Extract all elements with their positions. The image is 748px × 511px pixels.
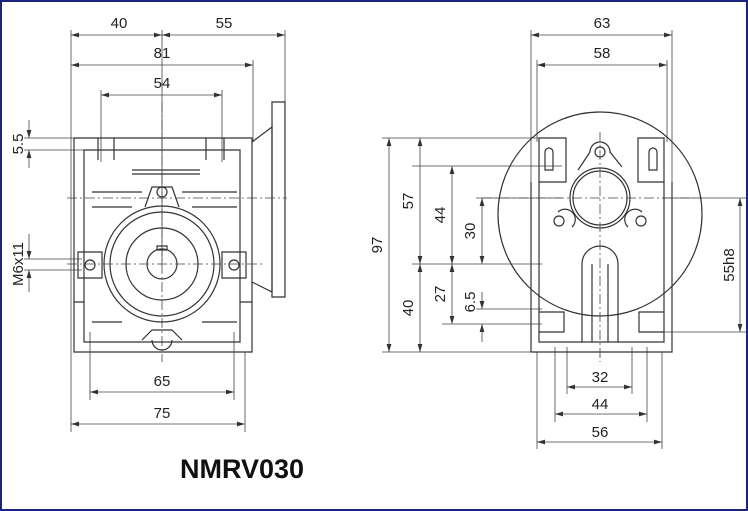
dim-81: 81 (154, 45, 171, 62)
dim-30: 30 (462, 223, 479, 240)
model-title: NMRV030 (180, 454, 305, 484)
dim-55: 55 (216, 15, 233, 32)
dim-27: 27 (432, 286, 449, 303)
dim-54: 54 (154, 75, 171, 92)
side-view: 63 58 97 57 40 44 27 30 6.5 55h8 32 44 5… (369, 15, 746, 449)
dim-56: 56 (592, 424, 609, 441)
dim-97: 97 (369, 237, 386, 254)
dim-63: 63 (594, 15, 611, 32)
dim-55h8: 55h8 (721, 248, 738, 281)
dim-6-5: 6.5 (462, 292, 479, 313)
dim-m6x11: M6x11 (10, 242, 27, 286)
front-view: 40 55 81 54 65 75 5.5 M6x11 (10, 15, 287, 432)
dim-40-side: 40 (400, 300, 417, 317)
dim-44-vertical: 44 (432, 207, 449, 224)
dim-5-5: 5.5 (10, 134, 27, 155)
dim-58: 58 (594, 45, 611, 62)
dim-40: 40 (111, 15, 128, 32)
dim-44-horizontal: 44 (592, 396, 609, 413)
dim-32: 32 (592, 369, 609, 386)
dim-65: 65 (154, 373, 171, 390)
dim-57: 57 (400, 193, 417, 210)
dim-75: 75 (154, 405, 171, 422)
